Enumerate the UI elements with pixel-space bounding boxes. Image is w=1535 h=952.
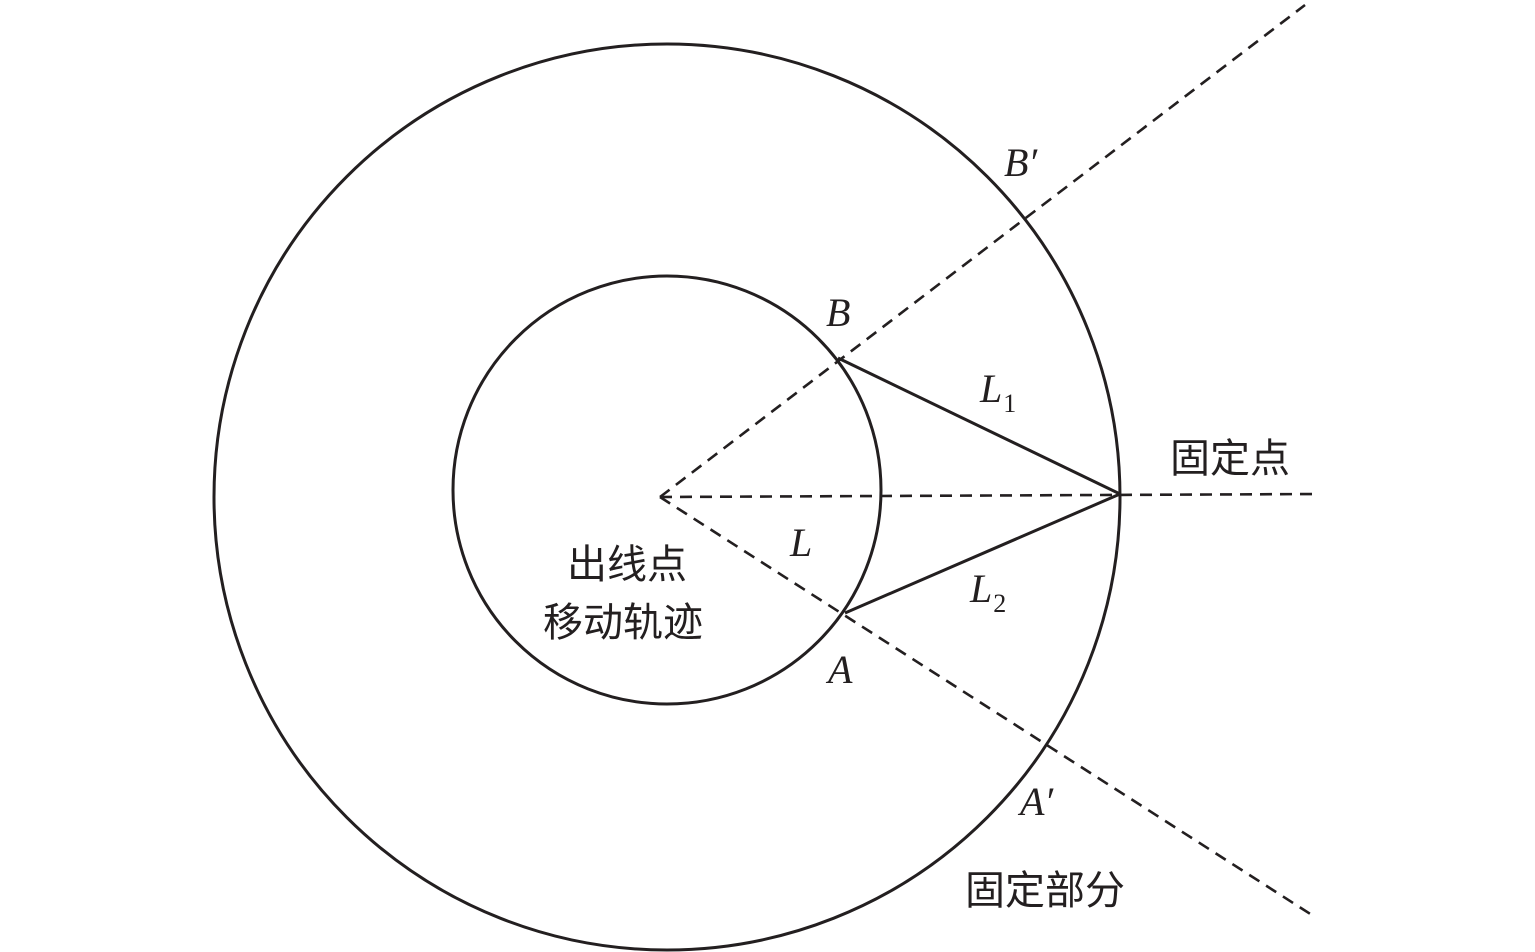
label-L2: L2: [969, 566, 1006, 618]
label-outlet-line2: 移动轨迹: [543, 600, 703, 646]
label-outlet-line1: 出线点: [567, 542, 687, 588]
label-L1: L1: [979, 366, 1016, 418]
label-L2-letter: L: [969, 566, 992, 611]
label-A-prime: A′: [1017, 779, 1054, 824]
label-L: L: [789, 520, 812, 565]
ray-upper: [659, 3, 1306, 499]
label-L1-letter: L: [979, 366, 1002, 411]
ray-lower: [659, 495, 1316, 919]
label-B: B: [826, 290, 850, 335]
label-A: A: [825, 647, 853, 692]
label-L1-subscript: 1: [1003, 389, 1016, 418]
segment-L1: [837, 356, 1121, 496]
label-L2-subscript: 2: [993, 589, 1006, 618]
segment-L2: [844, 492, 1121, 615]
ray-horizontal: [659, 492, 1321, 499]
label-fixed-point: 固定点: [1170, 436, 1290, 482]
label-B-prime: B′: [1004, 140, 1038, 185]
outer-circle: [212, 42, 1122, 952]
label-fixed-part: 固定部分: [965, 868, 1125, 914]
inner-circle: [451, 274, 883, 706]
